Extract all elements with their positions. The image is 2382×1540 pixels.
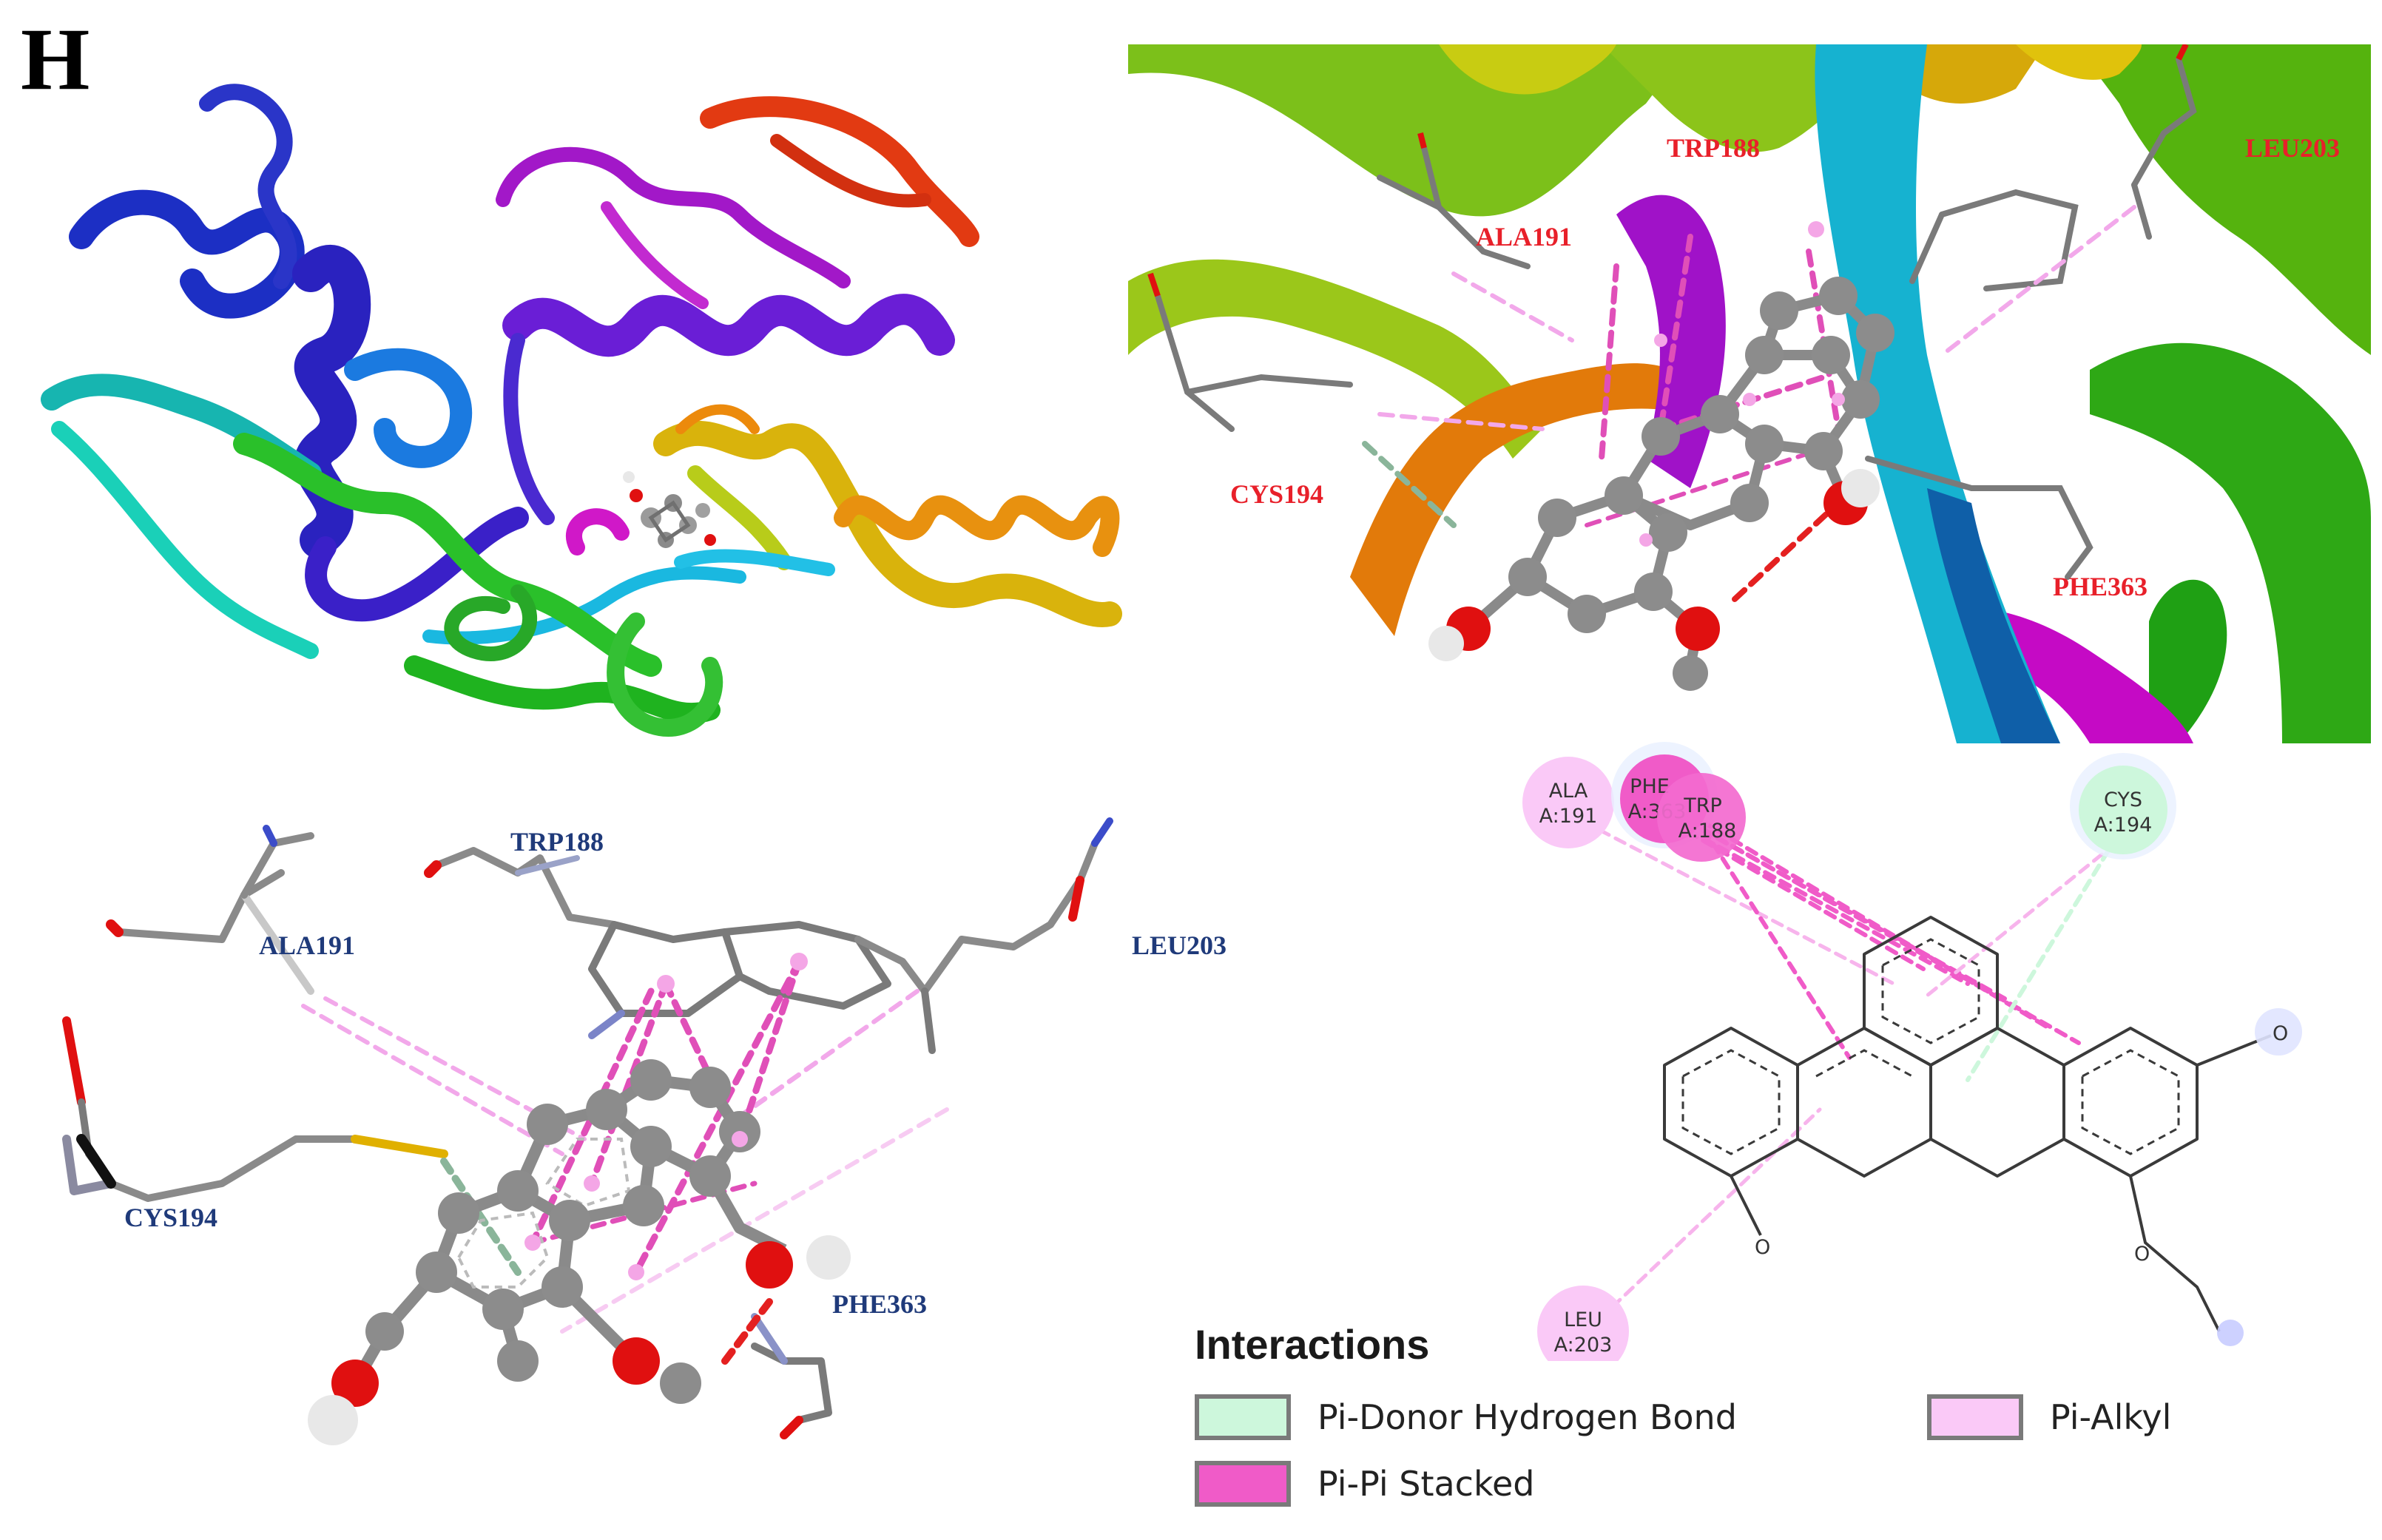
legend-label-pi-pi: Pi-Pi Stacked — [1317, 1464, 1535, 1504]
atom-o-1: O — [2273, 1022, 2288, 1045]
svg-text:A:191: A:191 — [1539, 805, 1598, 828]
svg-text:LEU: LEU — [1564, 1308, 1602, 1331]
legend-item-pi-pi: Pi-Pi Stacked — [1195, 1461, 1534, 1507]
closeup-label-trp188: TRP188 — [1667, 133, 1760, 163]
svg-text:A:188: A:188 — [1678, 820, 1737, 842]
interaction-bubbles: ALA A:191 PHE A:363 TRP A:188 CYS A:194 — [1522, 742, 2176, 1361]
legend-label-pi-alkyl: Pi-Alkyl — [2050, 1397, 2172, 1437]
diagram-2d-panel: ALA A:191 PHE A:363 TRP A:188 CYS A:194 — [1522, 742, 2302, 1361]
stick-label-leu203: LEU203 — [1132, 931, 1227, 960]
closeup-residue-labels: TRP188 ALA191 LEU203 CYS194 PHE363 — [1230, 133, 2340, 601]
svg-text:PHE: PHE — [1630, 775, 1670, 798]
legend-swatch-pi-alkyl — [1927, 1394, 2023, 1440]
stick-label-trp188: TRP188 — [510, 827, 604, 857]
ligand-2d-structure — [1663, 916, 2272, 1332]
bubble-ala191: ALA A:191 — [1522, 757, 1614, 848]
bubble-cys194: CYS A:194 — [2070, 753, 2176, 860]
stick-view-panel: TRP188 ALA191 LEU203 CYS194 PHE363 — [62, 817, 1227, 1445]
legend-swatch-pi-pi — [1195, 1461, 1291, 1507]
svg-text:A:203: A:203 — [1554, 1334, 1613, 1357]
closeup-label-phe363: PHE363 — [2053, 572, 2147, 601]
protein-overview-panel — [41, 84, 1122, 737]
stick-view-ligand — [308, 953, 851, 1445]
closeup-ligand — [1428, 221, 1895, 691]
stick-label-phe363: PHE363 — [832, 1289, 927, 1319]
svg-text:CYS: CYS — [2104, 788, 2142, 811]
atom-o-2: O — [1755, 1236, 1770, 1259]
legend-swatch-pi-donor — [1195, 1394, 1291, 1440]
closeup-label-cys194: CYS194 — [1230, 479, 1323, 509]
stick-label-ala191: ALA191 — [259, 931, 355, 960]
closeup-label-leu203: LEU203 — [2245, 133, 2340, 163]
panel-letter: H — [21, 10, 90, 108]
legend-title: Interactions — [1195, 1321, 1430, 1368]
svg-text:ALA: ALA — [1549, 780, 1588, 803]
legend-item-pi-donor: Pi-Donor Hydrogen Bond — [1195, 1394, 1737, 1440]
legend-label-pi-donor: Pi-Donor Hydrogen Bond — [1317, 1397, 1737, 1437]
closeup-label-ala191: ALA191 — [1476, 222, 1572, 251]
stick-label-cys194: CYS194 — [124, 1203, 217, 1232]
overview-ligand — [623, 471, 716, 548]
bubble-leu203: LEU A:203 — [1537, 1286, 1629, 1361]
bubble-trp188: TRP A:188 — [1657, 773, 1746, 862]
atom-o-3: O — [2134, 1243, 2150, 1266]
interactions-legend: Interactions Pi-Donor Hydrogen Bond Pi-A… — [1195, 1320, 2304, 1527]
legend-item-pi-alkyl: Pi-Alkyl — [1927, 1394, 2171, 1440]
stick-view-residue-labels: TRP188 ALA191 LEU203 CYS194 PHE363 — [124, 827, 1227, 1319]
svg-text:TRP: TRP — [1683, 794, 1722, 817]
closeup-3d-panel: TRP188 ALA191 LEU203 CYS194 PHE363 — [1128, 44, 2371, 743]
svg-text:A:194: A:194 — [2094, 814, 2153, 837]
